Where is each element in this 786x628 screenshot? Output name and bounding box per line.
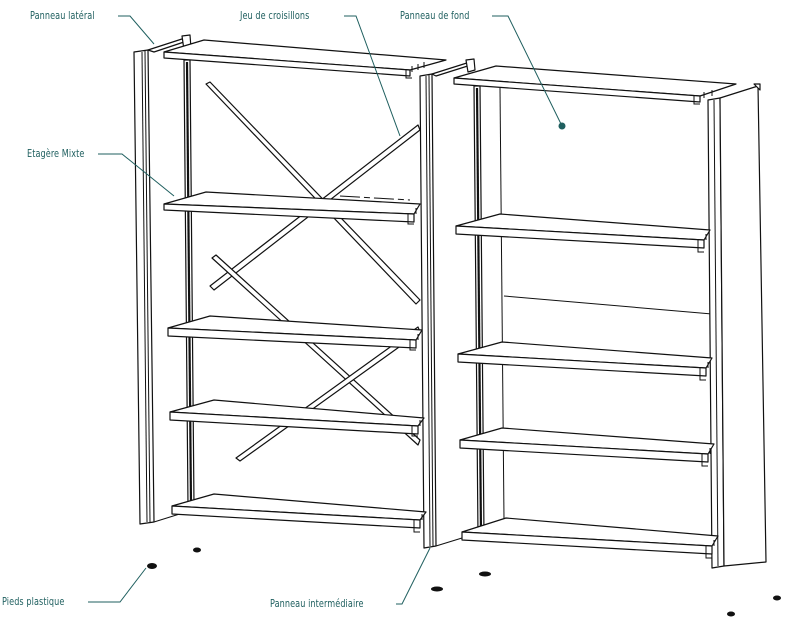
back-panel <box>503 295 713 315</box>
shelf <box>163 191 421 225</box>
shelf <box>171 493 427 533</box>
foot <box>147 563 157 569</box>
leader-side-panel <box>118 15 155 45</box>
label-plastic-feet: Pieds plastique <box>2 595 65 608</box>
leader-cross-braces <box>344 15 401 137</box>
label-cross-braces: Jeu de croisillons <box>240 9 310 22</box>
leader-lines <box>88 15 566 605</box>
leader-back-panel <box>492 15 563 127</box>
foot <box>727 611 735 617</box>
foot <box>431 586 443 592</box>
intermediate-panel <box>419 58 476 549</box>
shelf <box>457 341 713 381</box>
shelf <box>461 517 719 559</box>
shelf <box>167 315 423 351</box>
foot <box>479 571 491 577</box>
leader-intermediate-panel <box>396 547 431 605</box>
label-mixed-shelf: Etagère Mixte <box>27 147 85 160</box>
shelf <box>169 399 425 437</box>
leader-mixed-shelf <box>98 153 175 197</box>
shelf <box>455 213 711 253</box>
rear-upright-right <box>473 85 505 537</box>
rear-upright-left <box>183 59 195 507</box>
right-side-panel <box>707 83 767 569</box>
shelf <box>163 39 447 79</box>
plastic-feet <box>147 547 781 617</box>
label-back-panel: Panneau de fond <box>400 9 470 22</box>
foot <box>193 547 201 553</box>
shelf <box>459 427 715 467</box>
leader-plastic-feet <box>88 567 147 603</box>
left-bay <box>133 34 476 549</box>
side-panel <box>133 34 192 525</box>
label-intermediate-panel: Panneau intermédiaire <box>270 597 364 610</box>
back-panel-marker <box>558 122 566 130</box>
foot <box>773 595 781 601</box>
right-bay <box>453 65 767 569</box>
label-side-panel: Panneau latéral <box>30 9 95 22</box>
shelf <box>453 65 737 105</box>
